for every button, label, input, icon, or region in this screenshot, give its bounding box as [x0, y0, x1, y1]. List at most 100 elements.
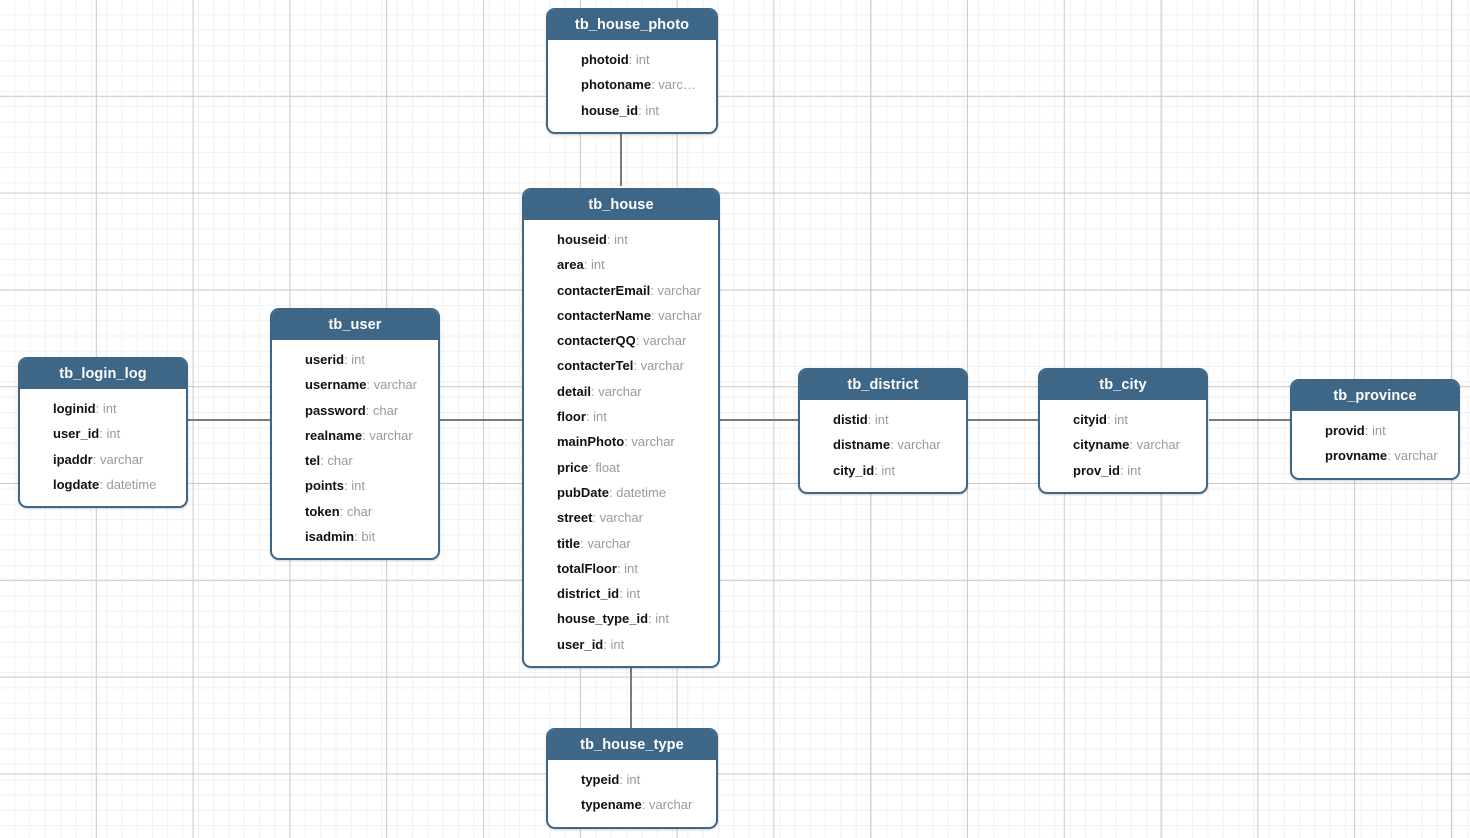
field-name: isadmin	[305, 529, 355, 545]
field-row: title: varchar	[524, 531, 718, 556]
field-name: area	[557, 257, 584, 273]
field-type: : varchar	[633, 358, 684, 374]
entity-title-tb-city: tb_city	[1040, 370, 1206, 400]
field-name: photoid	[581, 52, 629, 67]
field-row: street: varchar	[524, 505, 718, 530]
entity-title-tb-house-type: tb_house_type	[548, 730, 716, 760]
field-type: : int	[585, 409, 607, 425]
field-type: : varchar	[650, 282, 701, 298]
field-name: ipaddr	[53, 451, 93, 467]
field-name: userid	[305, 352, 345, 367]
field-type: : int	[1119, 462, 1141, 478]
field-type: : datetime	[99, 476, 157, 492]
field-row: typename: varchar	[548, 792, 716, 817]
field-name: typename	[581, 797, 642, 813]
edge-house-photo-to-house	[620, 130, 622, 186]
entity-tb-house[interactable]: tb_house houseid: int area: int contacte…	[522, 188, 720, 669]
entity-tb-province[interactable]: tb_province provid: int provname: varcha…	[1290, 379, 1460, 480]
edge-house-to-house-type	[630, 664, 632, 728]
edge-login-log-to-user	[188, 419, 272, 421]
field-type: : varchar	[592, 510, 644, 526]
field-row: typeid: int	[548, 767, 716, 792]
field-row: totalFloor: int	[524, 556, 718, 581]
entity-tb-login-log[interactable]: tb_login_log loginid: int user_id: int i…	[18, 357, 188, 509]
field-row: area: int	[524, 252, 718, 277]
field-row: photoname: varc…	[548, 72, 716, 97]
field-row: house_id: int	[548, 98, 716, 123]
field-type: : int	[1364, 423, 1386, 438]
field-name: district_id	[557, 586, 620, 602]
field-name: token	[305, 503, 340, 519]
field-type: : varchar	[362, 427, 413, 443]
field-name: provid	[1325, 423, 1365, 438]
entity-tb-city[interactable]: tb_city cityid: int cityname: varchar pr…	[1038, 368, 1208, 494]
field-name: photoname	[581, 77, 652, 93]
field-name: house_id	[581, 102, 639, 118]
field-row: logdate: datetime	[20, 472, 186, 497]
field-row: loginid: int	[20, 396, 186, 421]
field-name: mainPhoto	[557, 434, 625, 450]
field-row: contacterName: varchar	[524, 303, 718, 328]
field-row: contacterEmail: varchar	[524, 278, 718, 303]
field-name: floor	[557, 409, 586, 425]
field-row: ipaddr: varchar	[20, 447, 186, 472]
field-name: username	[305, 377, 367, 393]
field-name: title	[557, 535, 581, 551]
entity-title-tb-login-log: tb_login_log	[20, 359, 186, 389]
field-type: : float	[588, 459, 620, 475]
field-name: city_id	[833, 462, 875, 478]
field-type: : varchar	[641, 797, 693, 813]
field-row: isadmin: bit	[272, 524, 438, 549]
entity-fields-tb-user: userid: int username : varchar password: …	[272, 340, 438, 558]
entity-fields-tb-house-type: typeid: int typename: varchar	[548, 760, 716, 827]
field-name: typeid	[581, 772, 620, 787]
field-name: tel	[305, 453, 321, 469]
field-type: : int	[583, 257, 605, 273]
field-name: totalFloor	[557, 560, 617, 576]
field-type: : varchar	[635, 333, 687, 349]
entity-fields-tb-login-log: loginid: int user_id: int ipaddr: varcha…	[20, 389, 186, 506]
field-name: price	[557, 459, 589, 475]
field-row: house_type_id: int	[524, 606, 718, 631]
entity-title-tb-province: tb_province	[1292, 381, 1458, 411]
field-type: : varchar	[624, 434, 675, 450]
field-name: cityid	[1073, 412, 1107, 427]
entity-tb-house-type[interactable]: tb_house_type typeid: int typename: varc…	[546, 728, 718, 829]
field-type: : varchar	[1129, 437, 1180, 453]
field-row: contacterQQ: varchar	[524, 328, 718, 353]
field-type: : int	[619, 772, 641, 787]
field-row: distid: int	[800, 407, 966, 432]
field-row: district_id: int	[524, 581, 718, 606]
field-row: photoid: int	[548, 47, 716, 72]
field-name: contacterQQ	[557, 333, 636, 349]
entity-tb-district[interactable]: tb_district distid: int distname: varcha…	[798, 368, 968, 494]
field-row: cityname: varchar	[1040, 432, 1206, 457]
field-type: : int	[648, 611, 669, 627]
edge-house-to-district	[719, 419, 801, 421]
field-name: provname	[1325, 448, 1388, 464]
entity-fields-tb-province: provid: int provname: varchar	[1292, 411, 1458, 478]
field-type: : varchar	[580, 535, 631, 551]
field-name: distid	[833, 412, 868, 427]
field-type: : int	[628, 52, 650, 67]
field-row: user_id: int	[524, 632, 718, 657]
entity-fields-tb-city: cityid: int cityname: varchar prov_id: i…	[1040, 400, 1206, 492]
entity-title-tb-house-photo: tb_house_photo	[548, 10, 716, 40]
field-name: user_id	[557, 636, 604, 652]
entity-fields-tb-house-photo: photoid: int photoname: varc… house_id: …	[548, 40, 716, 132]
field-type: : int	[1106, 412, 1128, 427]
field-row: userid: int	[272, 347, 438, 372]
edge-district-to-city	[968, 419, 1042, 421]
field-row: distname: varchar	[800, 432, 966, 457]
entity-tb-user[interactable]: tb_user userid: int username: varchar pa…	[270, 308, 440, 561]
entity-fields-tb-house: houseid: int area: int contacterEmail: v…	[524, 220, 718, 666]
field-type: : int	[616, 560, 638, 576]
entity-tb-house-photo[interactable]: tb_house_photo photoid: int photoname: v…	[546, 8, 718, 134]
field-row: password: char	[272, 398, 438, 423]
field-name: cityname	[1073, 437, 1130, 453]
field-type: : varc…	[651, 77, 696, 93]
field-type: : int	[95, 401, 117, 416]
field-row: provname: varchar	[1292, 443, 1458, 468]
field-type: : varchar	[650, 307, 702, 323]
